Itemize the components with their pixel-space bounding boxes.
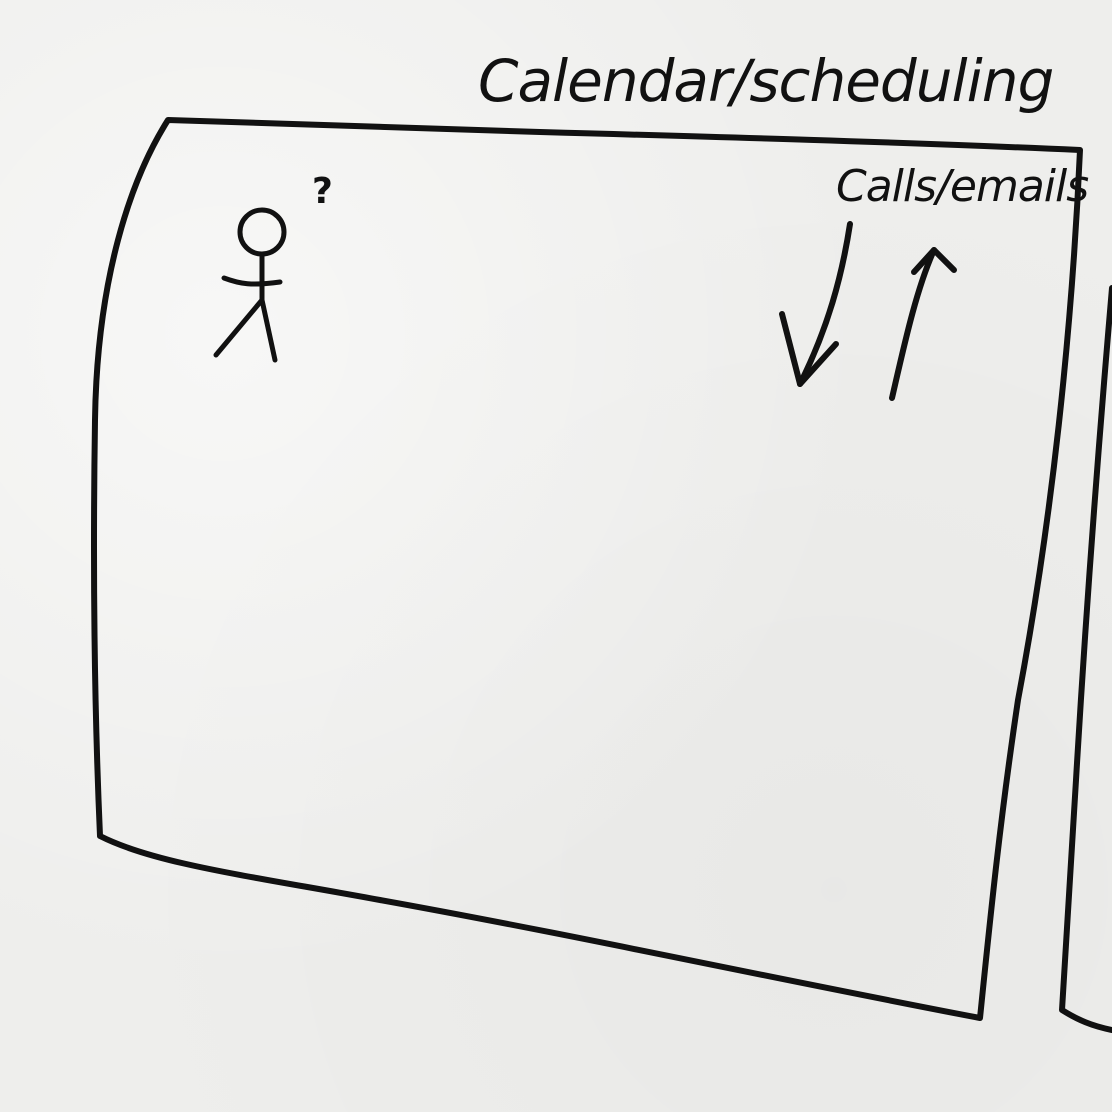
person-head bbox=[237, 207, 287, 257]
question-mark: ? bbox=[312, 171, 333, 212]
person-left-leg bbox=[213, 297, 265, 358]
down-arrow-icon bbox=[779, 221, 853, 387]
side-label: Calls/emails bbox=[836, 161, 1089, 212]
next-screen-edge bbox=[1059, 285, 1112, 1033]
person-arms bbox=[221, 275, 283, 287]
screen-frame bbox=[91, 117, 1083, 1021]
person-right-leg bbox=[259, 297, 278, 363]
up-arrow-icon bbox=[889, 247, 957, 401]
title-label: Calendar/scheduling bbox=[478, 47, 1054, 115]
person-icon bbox=[213, 207, 287, 363]
